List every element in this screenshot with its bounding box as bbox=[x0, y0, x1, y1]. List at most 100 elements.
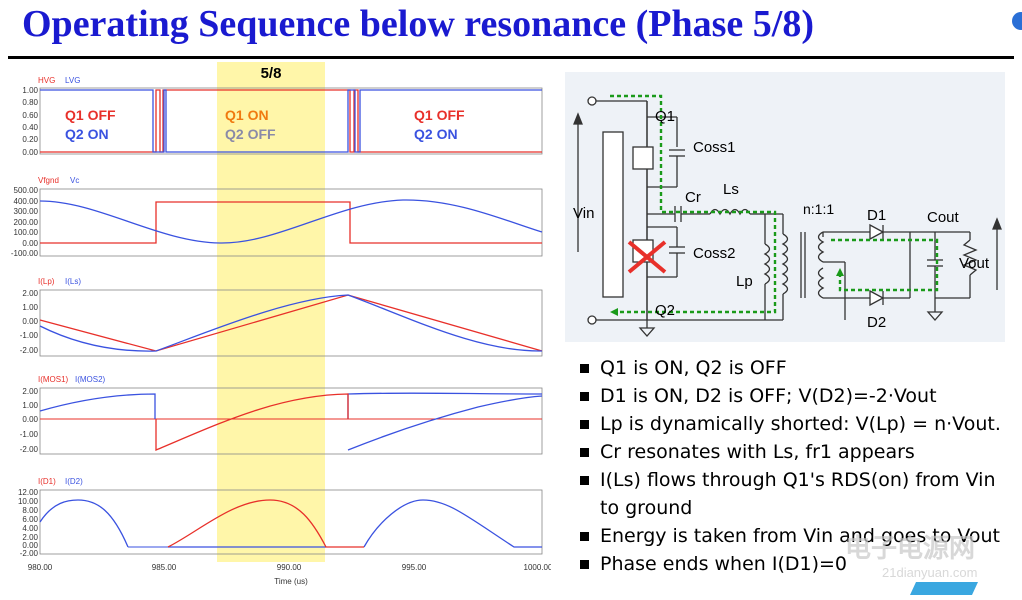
p1-ytick: 0.40 bbox=[22, 123, 38, 132]
id2-waveform bbox=[39, 499, 542, 548]
p3-ytick: 2.00 bbox=[22, 289, 38, 298]
p2-ytick: 300.00 bbox=[14, 207, 39, 216]
xtick: 985.00 bbox=[152, 563, 177, 572]
annot-q1-off-right: Q1 OFF bbox=[414, 107, 465, 123]
p5-ytick: 0.00 bbox=[22, 541, 38, 550]
p2-ytick: 100.00 bbox=[14, 228, 39, 237]
p2-ytick: 0.00 bbox=[22, 239, 38, 248]
ls-inductor bbox=[709, 208, 751, 216]
p3-ytick: 0.00 bbox=[22, 317, 38, 326]
bullet-7: Phase ends when I(D1)=0 bbox=[578, 550, 1018, 578]
p4-ytick: -2.00 bbox=[20, 445, 39, 454]
bullet-6: Energy is taken from Vin and goes to Vou… bbox=[578, 522, 1018, 550]
label-coss1: Coss1 bbox=[693, 139, 736, 156]
xtick: 995.00 bbox=[402, 563, 427, 572]
p4-ytick: 0.00 bbox=[22, 415, 38, 424]
bullet-3: Lp is dynamically shorted: V(Lp) = n·Vou… bbox=[578, 410, 1018, 438]
label-q2: Q2 bbox=[655, 302, 675, 319]
circuit-svg: Vin Q1 Q2 Coss1 Coss2 Cr Ls Lp n:1:1 D1 … bbox=[573, 94, 1002, 337]
q2-off-cross bbox=[627, 240, 667, 274]
vin-source-box bbox=[602, 131, 624, 298]
annot-q2-off: Q2 OFF bbox=[225, 126, 276, 142]
vout-arrow-head bbox=[992, 217, 1002, 230]
p5-ytick: 10.00 bbox=[18, 497, 39, 506]
flow-arrow-head-2 bbox=[836, 268, 844, 276]
p3-ytick: -1.00 bbox=[20, 331, 39, 340]
lp-inductor bbox=[763, 243, 771, 285]
title-divider bbox=[8, 56, 1014, 59]
p5-ytick: 12.00 bbox=[18, 488, 39, 497]
ilp-waveform bbox=[39, 294, 543, 352]
ils-waveform bbox=[39, 294, 543, 352]
p1-ytick: 0.60 bbox=[22, 111, 38, 120]
p3-ytick: -2.00 bbox=[20, 346, 39, 355]
label-d1: D1 bbox=[867, 207, 886, 224]
label-lp: Lp bbox=[736, 273, 753, 290]
p5-ytick: -2.00 bbox=[20, 549, 39, 558]
page-title: Operating Sequence below resonance (Phas… bbox=[22, 3, 814, 45]
bullet-2: D1 is ON, D2 is OFF; V(D2)=-2·Vout bbox=[578, 382, 1018, 410]
d2-diode bbox=[869, 289, 885, 307]
label-cout: Cout bbox=[927, 209, 960, 226]
annot-q1-off-left: Q1 OFF bbox=[65, 107, 116, 123]
brand-logo bbox=[910, 582, 978, 595]
p1-ytick: 1.00 bbox=[22, 86, 38, 95]
annot-q1-on: Q1 ON bbox=[225, 107, 269, 123]
ground-symbol-primary bbox=[638, 327, 656, 337]
transformer-primary bbox=[781, 233, 789, 295]
bullet-4: Cr resonates with Ls, fr1 appears bbox=[578, 438, 1018, 466]
p4-ytick: 2.00 bbox=[22, 387, 38, 396]
panel-1-frame bbox=[39, 87, 543, 155]
panel-2-frame bbox=[39, 188, 543, 257]
p1-ytick: 0.20 bbox=[22, 135, 38, 144]
legend-vc: Vc bbox=[70, 176, 79, 185]
label-ratio: n:1:1 bbox=[803, 201, 834, 217]
imos2-tail bbox=[347, 395, 543, 451]
p2-ytick: 400.00 bbox=[14, 197, 39, 206]
xtick: 990.00 bbox=[277, 563, 302, 572]
xtick: 1000.00 bbox=[524, 563, 551, 572]
legend-imos2: I(MOS2) bbox=[75, 375, 106, 384]
imos2-waveform bbox=[39, 392, 543, 419]
d1-diode bbox=[869, 223, 885, 241]
vin-top-terminal bbox=[587, 96, 597, 106]
panel-4-frame bbox=[39, 387, 543, 455]
label-vout: Vout bbox=[959, 255, 990, 272]
vin-arrow-head bbox=[573, 112, 583, 125]
panel-3-frame bbox=[39, 289, 543, 357]
legend-vfgnd: Vfgnd bbox=[38, 176, 59, 185]
flow-arrow-head bbox=[610, 308, 618, 316]
vc-waveform bbox=[39, 199, 543, 244]
p5-ytick: 6.00 bbox=[22, 515, 38, 524]
phase-label: 5/8 bbox=[261, 65, 282, 82]
lvg-waveform bbox=[40, 89, 542, 153]
p5-ytick: 2.00 bbox=[22, 533, 38, 542]
explanation-list: Q1 is ON, Q2 is OFF D1 is ON, D2 is OFF;… bbox=[578, 354, 1018, 578]
label-cr: Cr bbox=[685, 189, 701, 206]
p3-ytick: 1.00 bbox=[22, 303, 38, 312]
label-vin: Vin bbox=[573, 205, 594, 222]
label-coss2: Coss2 bbox=[693, 245, 736, 262]
label-ls: Ls bbox=[723, 181, 739, 198]
annot-q2-on-left: Q2 ON bbox=[65, 126, 109, 142]
hvg-waveform bbox=[40, 89, 542, 153]
bullet-1: Q1 is ON, Q2 is OFF bbox=[578, 354, 1018, 382]
p4-ytick: -1.00 bbox=[20, 430, 39, 439]
p1-ytick: 0.00 bbox=[22, 148, 38, 157]
ground-symbol-secondary bbox=[926, 311, 944, 321]
q1-switch bbox=[632, 146, 654, 170]
simulation-waveforms: 5/8 HVG LVG 1.00 0.80 0.60 0.40 0.20 0.0… bbox=[8, 62, 553, 595]
transformer-secondary-2 bbox=[817, 267, 825, 299]
xlabel: Time (us) bbox=[274, 577, 308, 586]
p5-ytick: 8.00 bbox=[22, 506, 38, 515]
legend-ils: I(Ls) bbox=[65, 277, 81, 286]
xtick: 980.00 bbox=[28, 563, 53, 572]
p5-ytick: 4.00 bbox=[22, 524, 38, 533]
p4-ytick: 1.00 bbox=[22, 401, 38, 410]
bullet-5: I(Ls) flows through Q1's RDS(on) from Vi… bbox=[578, 466, 1018, 494]
p1-ytick: 0.80 bbox=[22, 98, 38, 107]
imos1-waveform bbox=[155, 393, 349, 451]
legend-id2: I(D2) bbox=[65, 477, 83, 486]
annot-q2-on-right: Q2 ON bbox=[414, 126, 458, 142]
circuit-diagram: Vin Q1 Q2 Coss1 Coss2 Cr Ls Lp n:1:1 D1 … bbox=[565, 72, 1005, 342]
